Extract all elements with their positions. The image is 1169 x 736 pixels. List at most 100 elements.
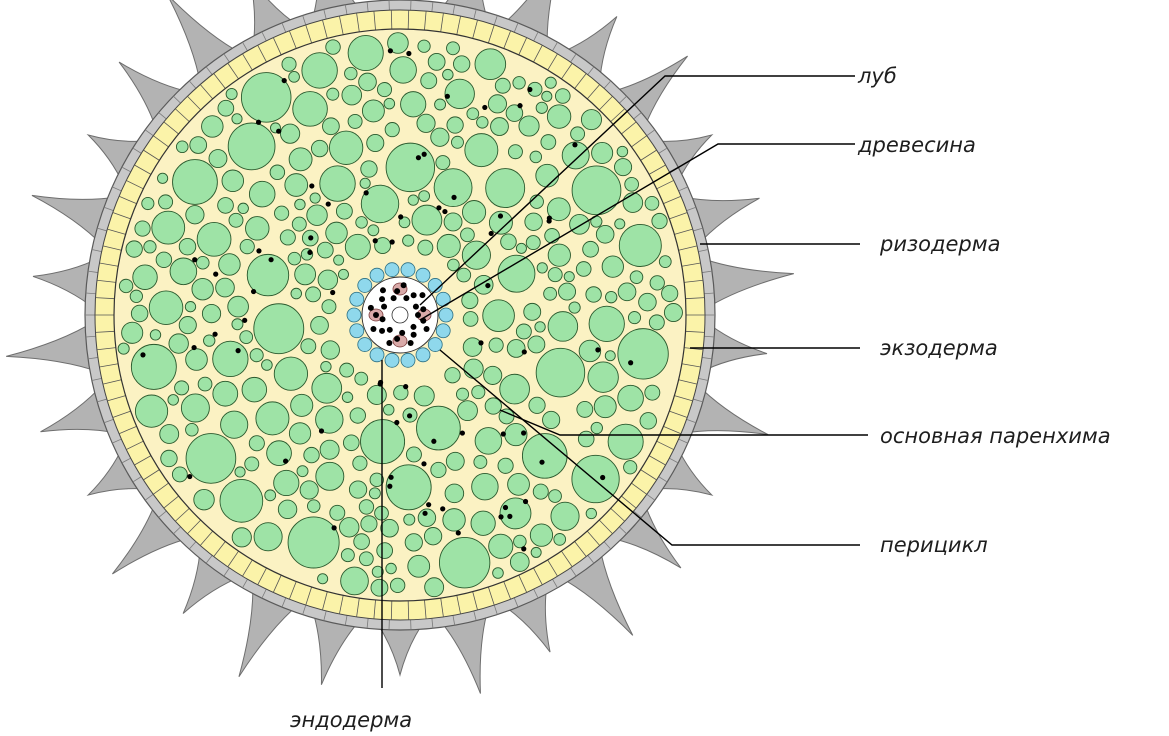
parenchyma-cell [152, 211, 185, 244]
parenchyma-cell [348, 35, 383, 70]
parenchyma-cell [458, 401, 478, 421]
intercellular-space [388, 48, 393, 53]
parenchyma-cell [507, 340, 525, 358]
parenchyma-cell [275, 206, 289, 220]
parenchyma-cell [624, 461, 637, 474]
intercellular-space [426, 502, 431, 507]
parenchyma-cell [326, 40, 341, 55]
parenchyma-cell [282, 57, 296, 71]
parenchyma-cell [190, 137, 207, 154]
parenchyma-cell [588, 362, 618, 392]
intercellular-space [498, 514, 503, 519]
parenchyma-cell [122, 322, 143, 343]
parenchyma-cell [285, 174, 308, 197]
parenchyma-cell [289, 423, 310, 444]
parenchyma-cell [274, 470, 299, 495]
parenchyma-cell [381, 519, 399, 537]
parenchyma-cell [306, 287, 321, 302]
parenchyma-cell [513, 77, 525, 89]
parenchyma-cell [576, 262, 591, 277]
parenchyma-cell [245, 457, 259, 471]
parenchyma-cell [525, 213, 542, 230]
parenchyma-cell [417, 114, 435, 132]
intercellular-space [242, 318, 247, 323]
parenchyma-cell [530, 151, 542, 163]
xylem-vessel [394, 336, 400, 342]
intercellular-space [422, 511, 427, 516]
parenchyma-cell [488, 95, 506, 113]
parenchyma-cell [228, 123, 275, 170]
parenchyma-cell [168, 395, 179, 406]
endodermis-cell [385, 353, 399, 367]
parenchyma-cell [554, 534, 566, 546]
intercellular-space [256, 248, 261, 253]
parenchyma-cell [618, 283, 636, 301]
parenchyma-cell [435, 99, 446, 110]
parenchyma-cell [186, 349, 208, 371]
parenchyma-cell [368, 225, 379, 236]
parenchyma-cell [445, 368, 460, 383]
intercellular-space [527, 87, 532, 92]
parenchyma-cell [544, 287, 557, 300]
parenchyma-cell [321, 341, 339, 359]
parenchyma-cell [443, 509, 465, 531]
parenchyma-cell [419, 191, 430, 202]
label-exodermis: экзодерма [880, 336, 998, 360]
parenchyma-cell [349, 481, 366, 498]
intercellular-space [460, 430, 465, 435]
parenchyma-cell [428, 53, 445, 70]
intercellular-space [436, 205, 441, 210]
parenchyma-cell [232, 319, 243, 330]
intercellular-space [332, 525, 337, 530]
xylem-vessel [373, 312, 379, 318]
parenchyma-cell [202, 304, 220, 322]
parenchyma-cell [608, 424, 643, 459]
parenchyma-cell [300, 481, 318, 499]
parenchyma-cell [149, 291, 183, 325]
parenchyma-cell [293, 92, 328, 127]
parenchyma-cell [615, 219, 625, 229]
parenchyma-cell [623, 193, 643, 213]
parenchyma-cell [570, 214, 590, 234]
parenchyma-cell [508, 473, 530, 495]
parenchyma-cell [353, 456, 367, 470]
xylem-vessel [420, 306, 426, 312]
xylem-vessel [411, 332, 417, 338]
parenchyma-cell [369, 488, 380, 499]
parenchyma-cell [448, 259, 460, 271]
intercellular-space [595, 347, 600, 352]
parenchyma-cell [581, 110, 601, 130]
parenchyma-cell [489, 534, 513, 558]
parenchyma-cell [589, 306, 624, 341]
parenchyma-cell [342, 392, 352, 402]
parenchyma-cell [498, 255, 535, 292]
parenchyma-cell [288, 517, 339, 568]
intercellular-space [390, 239, 395, 244]
parenchyma-cell [385, 123, 399, 137]
parenchyma-cell [280, 124, 299, 143]
parenchyma-cell [131, 305, 148, 322]
parenchyma-cell [536, 164, 559, 187]
parenchyma-cell [602, 256, 623, 277]
parenchyma-cell [465, 134, 498, 167]
parenchyma-cell [529, 397, 545, 413]
parenchyma-cell [321, 361, 331, 371]
parenchyma-cell [142, 197, 154, 209]
parenchyma-cell [356, 217, 368, 229]
parenchyma-cell [250, 349, 263, 362]
parenchyma-cell [307, 205, 328, 226]
parenchyma-cell [339, 518, 358, 537]
intercellular-space [192, 257, 197, 262]
parenchyma-cell [118, 343, 129, 354]
parenchyma-cell [354, 534, 370, 550]
parenchyma-cell [157, 173, 167, 183]
endodermis-cell [350, 292, 364, 306]
xylem-vessel [408, 340, 414, 346]
parenchyma-cell [493, 568, 504, 579]
xylem-vessel [387, 327, 393, 333]
endodermis-cell [401, 263, 415, 277]
intercellular-space [309, 183, 314, 188]
parenchyma-cell [213, 381, 238, 406]
parenchyma-cell [569, 302, 580, 313]
parenchyma-cell [431, 462, 446, 477]
